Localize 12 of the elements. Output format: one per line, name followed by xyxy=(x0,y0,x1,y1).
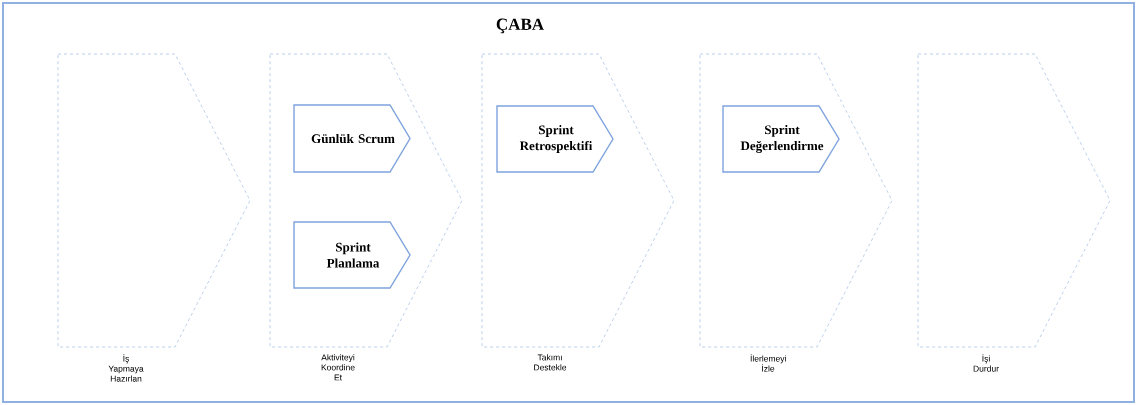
node-label: Takımı Destekle xyxy=(534,354,567,371)
chevron-box: Sprint Retrospektifi xyxy=(496,105,614,173)
chevron-box: Günlük Scrum xyxy=(293,104,411,173)
chevron-box: Sprint Planlama xyxy=(293,221,411,289)
node-label: Aktiviteyi Koordine Et xyxy=(321,354,355,381)
node-label: İşi Durdur xyxy=(973,354,999,372)
chevron-box: Sprint Değerlendirme xyxy=(722,105,840,173)
node-label: İlerlemeyi İzle xyxy=(750,354,786,372)
node-label: İş Yapmaya Hazırlan xyxy=(108,354,144,382)
title: ÇABA xyxy=(496,18,544,34)
chevron-box: İşi Durdur xyxy=(917,53,1111,372)
chevron-box: İş Yapmaya Hazırlan xyxy=(57,53,251,382)
